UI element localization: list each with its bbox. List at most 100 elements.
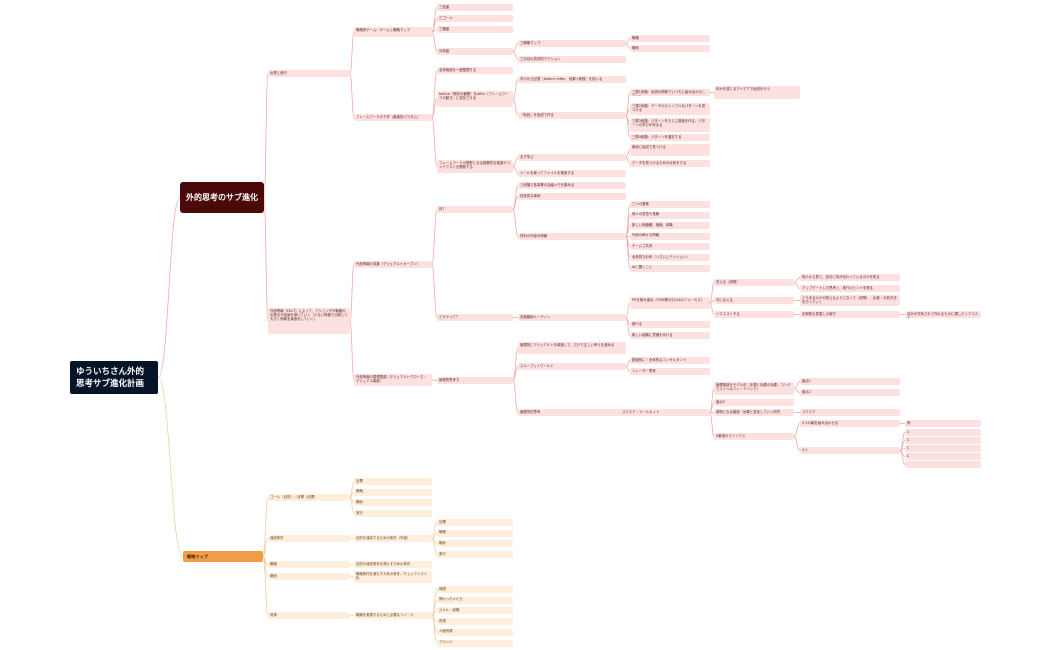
- mindmap-node[interactable]: AIに聞くこと: [630, 264, 710, 272]
- mindmap-node[interactable]: 外部情報（FACT）によって、アジェンダや戦略の出発点や結論を導いていく（少ない…: [268, 308, 350, 334]
- mindmap-node[interactable]: 次に伝える: [714, 297, 794, 304]
- mindmap-node[interactable]: 論点2: [800, 389, 900, 396]
- mindmap-node[interactable]: 戦略を実現するために必要なリソース: [354, 612, 432, 619]
- mindmap-node[interactable]: 論理学的思考: [518, 409, 626, 416]
- mindmap-node[interactable]: フレームワークの下学（最善的パラダム）: [354, 114, 432, 121]
- mindmap-node[interactable]: ゴール（目的）／目標（目標）: [268, 494, 350, 501]
- mindmap-node[interactable]: 戦術: [630, 45, 710, 52]
- mindmap-node[interactable]: スクエア: [800, 409, 900, 416]
- mindmap-node[interactable]: データを見つけるための分析をする: [630, 160, 710, 167]
- mindmap-node[interactable]: アップデートした思考と、実行のヒントを得る: [800, 285, 900, 292]
- mindmap-node[interactable]: C: [905, 429, 981, 436]
- mindmap-node[interactable]: 学びから記憶（before→after、効果→実践）を用いる: [518, 76, 626, 83]
- mindmap-node[interactable]: 資源: [268, 612, 350, 619]
- mindmap-node[interactable]: 戦略条件を満たすための条件／チェックリスト化: [354, 571, 432, 583]
- mindmap-node[interactable]: 2つの軸を組み合わせる: [800, 420, 900, 427]
- mindmap-node[interactable]: 外部の様々な情報: [630, 232, 710, 240]
- mindmap-node[interactable]: 時間: [437, 586, 513, 593]
- mindmap-node[interactable]: 戦術: [354, 499, 432, 507]
- mindmap-node[interactable]: スループットワールド: [518, 363, 626, 370]
- mindmap-node[interactable]: before（現状の観察）をafter（フレームワークの動き）に変化させる: [437, 91, 513, 107]
- mindmap-node[interactable]: 関わった人たち: [437, 596, 513, 604]
- root-node[interactable]: ゆういちさん外的思考サブ進化計画: [70, 361, 158, 394]
- mindmap-node[interactable]: 定期継続ルーティン: [518, 314, 626, 321]
- mindmap-node[interactable]: 新しい経験に意識を向ける: [630, 332, 710, 339]
- mindmap-node[interactable]: C: [905, 445, 981, 452]
- mindmap-node[interactable]: 戦略: [437, 529, 513, 537]
- mindmap-node[interactable]: 他人の意見や見解: [630, 211, 710, 219]
- mindmap-node[interactable]: 4つ: [800, 447, 900, 454]
- mindmap-node[interactable]: 最後に仮説で見つける: [630, 144, 710, 156]
- mindmap-node[interactable]: 目標: [437, 519, 513, 526]
- mindmap-node[interactable]: C: [905, 437, 981, 444]
- mindmap-node[interactable]: 三層4段階：パターンを選定する: [630, 134, 710, 141]
- mindmap-node[interactable]: PRを積み重ね（YGM第2日1GAのフォーカス）: [630, 297, 710, 309]
- mindmap-node[interactable]: 外部情報の収集（デジュアルトオープン）: [354, 261, 432, 268]
- mindmap-node[interactable]: スクエア・ツールキット: [620, 409, 710, 416]
- mindmap-node[interactable]: 戦略的ゲーム：ゲームと戦略マップ: [354, 27, 432, 37]
- mindmap-node[interactable]: 例: [905, 420, 981, 427]
- mindmap-node[interactable]: 資源: [437, 618, 513, 626]
- mindmap-node[interactable]: 三層3段階：パターンをもとに構造を作る、パターンの学びが深まる: [630, 118, 710, 132]
- mindmap-node[interactable]: 三層2段階：データからシンプルなパターンを見つける: [630, 103, 710, 115]
- mindmap-node[interactable]: 他人から見て、自分に何が伝わっているのかを知る: [800, 274, 900, 281]
- mindmap-node[interactable]: 論理的思考力: [437, 377, 513, 384]
- branch-node[interactable]: 外的思考のサブ進化: [180, 182, 264, 213]
- mindmap-node[interactable]: 全体的な分析（リズムとテンション）: [630, 254, 710, 261]
- mindmap-node[interactable]: トレーダー思考: [630, 368, 710, 375]
- mindmap-node[interactable]: 目的の達成条件を満たすための条件: [354, 561, 432, 568]
- mindmap-node[interactable]: 目的を達成するための条件（外部）: [354, 535, 432, 542]
- mindmap-node[interactable]: 何？: [437, 206, 513, 213]
- mindmap-node[interactable]: 新しい価値観、価値、体験: [630, 222, 710, 230]
- mindmap-node[interactable]: 具体的な事例: [518, 193, 626, 200]
- mindmap-node[interactable]: 「仮説」を仮説で作る: [518, 112, 626, 119]
- mindmap-node[interactable]: 実行: [437, 551, 513, 559]
- mindmap-node[interactable]: 4象限のマトリクス: [714, 433, 794, 440]
- mindmap-node[interactable]: 人脈資源: [437, 628, 513, 636]
- mindmap-node[interactable]: 論理構造をモデル化（手順と効果の効果・コンテクストへのフィードバック）: [714, 382, 794, 395]
- mindmap-node[interactable]: どうあるのかが見えるようになって（説明）、比較・分析方法を行っていく: [800, 295, 900, 306]
- mindmap-node[interactable]: 論点1: [800, 378, 900, 385]
- mindmap-node[interactable]: 三段階で各事業の会議メモを集める: [518, 182, 626, 189]
- mindmap-node[interactable]: 達成条件: [268, 535, 350, 542]
- mindmap-node[interactable]: 戦略: [354, 488, 432, 496]
- mindmap-node[interactable]: 実行: [354, 510, 432, 518]
- mindmap-node[interactable]: 分析盤: [437, 48, 513, 55]
- mindmap-node[interactable]: 感情となる構造・効果と変化していく研究: [714, 409, 794, 416]
- mindmap-node[interactable]: 外部情報の整理整頓（デジュアルトクローズ・デジュアル構造）: [354, 374, 432, 386]
- mindmap-node[interactable]: 資料の外部の情報: [518, 233, 626, 240]
- mindmap-node[interactable]: ブランド: [437, 639, 513, 647]
- mindmap-node[interactable]: スキル・経験: [437, 607, 513, 615]
- mindmap-node[interactable]: 戦術: [268, 573, 350, 580]
- mindmap-node[interactable]: フレームワークの視野となる検察的な構造やコンテクストを開発する: [437, 160, 513, 173]
- mindmap-node[interactable]: 戦略: [268, 561, 350, 568]
- mindmap-node[interactable]: 三種盤: [437, 26, 513, 33]
- mindmap-node[interactable]: 覚える（説明）: [714, 279, 794, 286]
- mindmap-node[interactable]: チームで共有: [630, 243, 710, 251]
- mindmap-node[interactable]: 三つの要素: [630, 201, 710, 208]
- mindmap-node[interactable]: 三柱盤: [437, 4, 513, 11]
- mindmap-node[interactable]: 三戦略マップ: [518, 40, 626, 47]
- mindmap-node[interactable]: 三ゴール: [437, 15, 513, 22]
- mindmap-node[interactable]: 調べる: [630, 321, 710, 328]
- mindmap-node[interactable]: 自分が共有されて作れるものに課したリクエスト: [905, 311, 981, 318]
- mindmap-node[interactable]: 論点3: [714, 399, 794, 406]
- mindmap-node[interactable]: 定期的な見直しの実行: [800, 311, 900, 318]
- mindmap-node[interactable]: ツールを使ってファイルを検索する: [518, 170, 626, 177]
- mindmap-node[interactable]: 三層1段階：仮説の関係でいつもと組み合わせしていく: [630, 89, 710, 96]
- mindmap-node[interactable]: 数値的に・全体的なコンサルタント: [630, 357, 710, 364]
- mindmap-node[interactable]: 戦術: [437, 540, 513, 548]
- mindmap-node[interactable]: 何かを感じるアイデアで仮説を行う: [714, 86, 800, 99]
- mindmap-node[interactable]: 論理的にデジュアルトを構造して、だけで正しい考えを進める: [518, 342, 626, 354]
- mindmap-node[interactable]: 目標: [354, 478, 432, 485]
- mindmap-node[interactable]: [905, 461, 981, 468]
- mindmap-node[interactable]: まず学ぶ: [518, 154, 626, 161]
- mindmap-node[interactable]: C: [905, 453, 981, 460]
- mindmap-node[interactable]: 戦略: [630, 35, 710, 42]
- mindmap-node[interactable]: どうやって？: [437, 314, 513, 321]
- mindmap-node[interactable]: 出発と進行: [268, 70, 350, 77]
- branch-node[interactable]: 戦略マップ: [183, 551, 263, 562]
- mindmap-node[interactable]: リクエストする: [714, 311, 794, 318]
- mindmap-node[interactable]: 三手目の具体的アクション: [518, 56, 626, 63]
- mindmap-node[interactable]: 全体構造を一度整理する: [437, 67, 513, 74]
